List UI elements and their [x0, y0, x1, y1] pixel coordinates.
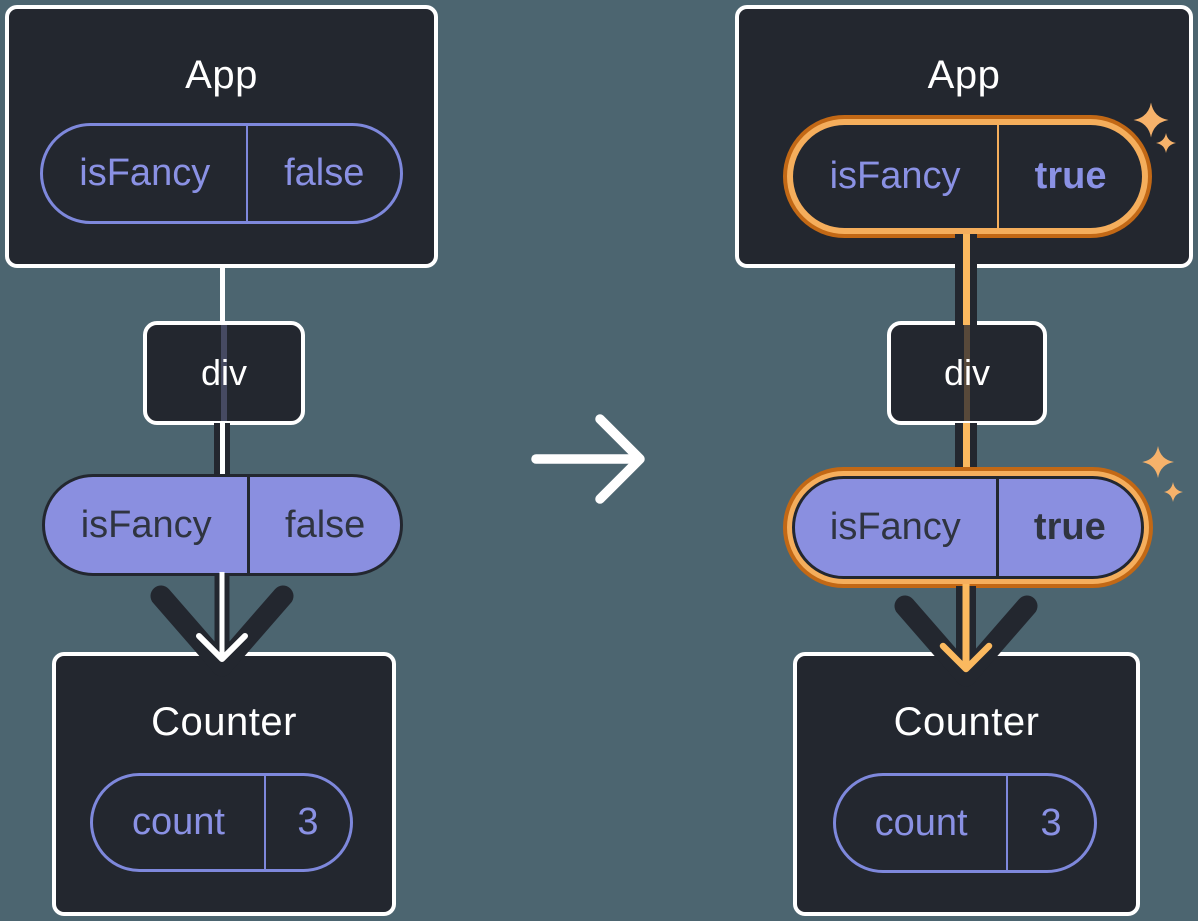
prop-flow-ghost-line [964, 325, 970, 421]
prop-name: isFancy [829, 506, 961, 548]
div-label: div [200, 352, 248, 393]
counter-card: Counter count 3 [52, 652, 396, 916]
state-name: isFancy [79, 152, 211, 194]
state-value: false [246, 126, 400, 221]
sparkle-icon [1133, 102, 1176, 153]
div-label: div [943, 352, 991, 393]
edge-line [220, 266, 225, 324]
highlight-ring: isFancy true [783, 467, 1153, 588]
prop-flow-line-core [963, 423, 970, 469]
prop-flow-line-core [220, 423, 225, 476]
app-card: App isFancy true [735, 5, 1193, 268]
app-state-pill: isFancy true [793, 125, 1142, 228]
passed-prop-pill: isFancy true [792, 476, 1144, 579]
counter-state-pill: count 3 [90, 773, 353, 872]
counter-title: Counter [151, 700, 297, 744]
arrow-right-icon [531, 414, 645, 504]
app-title: App [927, 53, 1001, 97]
state-value: 3 [263, 776, 350, 869]
arrow-down-icon [150, 572, 294, 677]
prop-value: true [995, 479, 1141, 576]
state-name: count [131, 801, 225, 843]
prop-flow-ghost-line [221, 325, 227, 421]
div-node: div [143, 321, 305, 425]
state-value: true [997, 125, 1142, 228]
app-state-pill: isFancy false [40, 123, 403, 224]
highlight-ring-inner: isFancy true [787, 471, 1149, 584]
arrow-down-icon [894, 584, 1038, 687]
prop-name: isFancy [80, 503, 212, 546]
counter-title: Counter [893, 700, 1040, 744]
app-card: App isFancy false [5, 5, 438, 268]
state-name: count [874, 801, 968, 844]
prop-flow-line-core [963, 234, 970, 325]
sparkle-icon [1142, 446, 1183, 502]
highlight-ring: isFancy true [783, 115, 1152, 238]
prop-value: false [247, 477, 400, 573]
div-node: div [887, 321, 1047, 425]
state-name: isFancy [829, 155, 961, 197]
counter-state-pill: count 3 [833, 773, 1097, 873]
app-title: App [185, 53, 258, 97]
passed-prop-pill: isFancy false [42, 474, 403, 576]
counter-card: Counter count 3 [793, 652, 1140, 916]
highlight-ring-inner: isFancy true [787, 119, 1148, 234]
state-value: 3 [1006, 776, 1094, 870]
